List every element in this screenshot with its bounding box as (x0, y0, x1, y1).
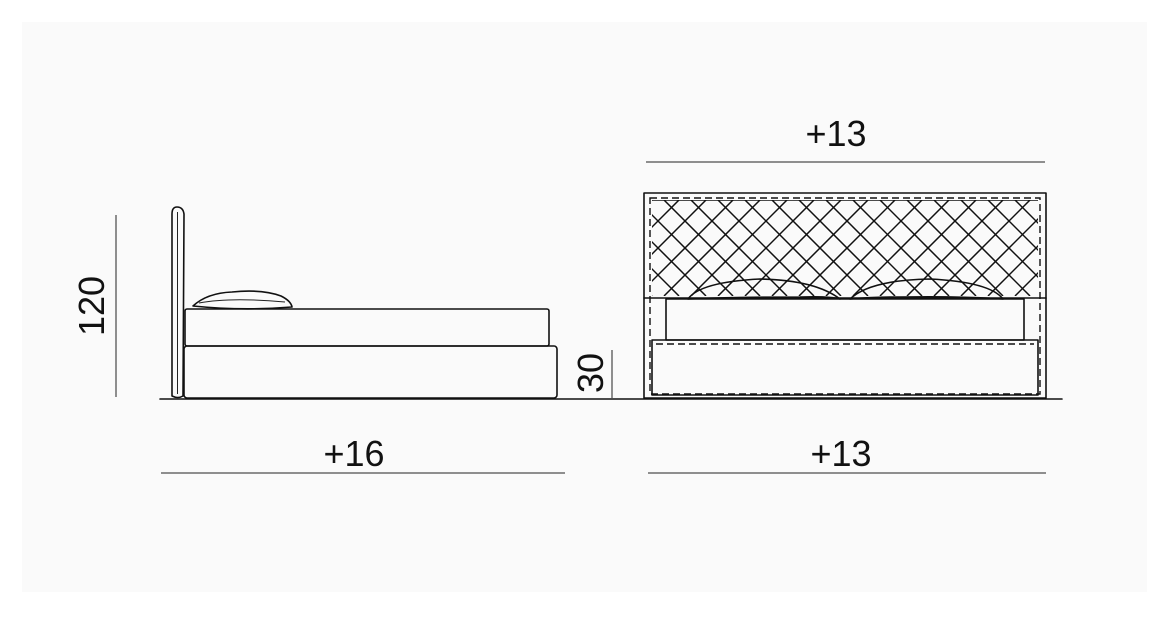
quilt-line (1014, 200, 1038, 225)
quilt-line (652, 200, 707, 256)
side-bed-base (183, 345, 558, 399)
quilt-line (652, 200, 680, 229)
side-height-label: 120 (71, 276, 112, 336)
quilt-line (852, 200, 950, 296)
drawing-panel (22, 22, 1147, 592)
quilt-line (652, 200, 734, 283)
quilt-line (690, 200, 788, 296)
front-outer-frame (643, 192, 1047, 399)
side-view: 120 (71, 206, 1063, 400)
quilt-line (987, 244, 1038, 296)
side-pillow (192, 290, 293, 310)
quilt-line (879, 200, 977, 296)
base-height-dimension: 30 (570, 350, 613, 398)
front-width-bottom-dimension: +13 (648, 433, 1046, 474)
side-length-dimension: +16 (161, 433, 565, 474)
quilt-line (1014, 271, 1038, 296)
side-headboard (171, 206, 185, 399)
quilt-line (771, 200, 869, 296)
quilt-line (825, 200, 923, 296)
front-bed-base (651, 339, 1039, 396)
front-headboard-quilting (652, 200, 1038, 296)
base-height-label: 30 (570, 353, 611, 393)
quilt-line (906, 200, 1004, 296)
quilt-line (717, 200, 815, 296)
front-width-top-label: +13 (805, 113, 866, 154)
quilt-line (744, 200, 842, 296)
quilt-line (960, 217, 1038, 296)
side-length-label: +16 (323, 433, 384, 474)
side-pillow-stroke (198, 299, 286, 304)
front-width-bottom-label: +13 (810, 433, 871, 474)
front-view: +13 (643, 113, 1047, 399)
quilt-line (798, 200, 896, 296)
quilt-line (652, 267, 680, 296)
front-dashed-outline (649, 197, 1041, 395)
quilt-line (663, 200, 761, 296)
